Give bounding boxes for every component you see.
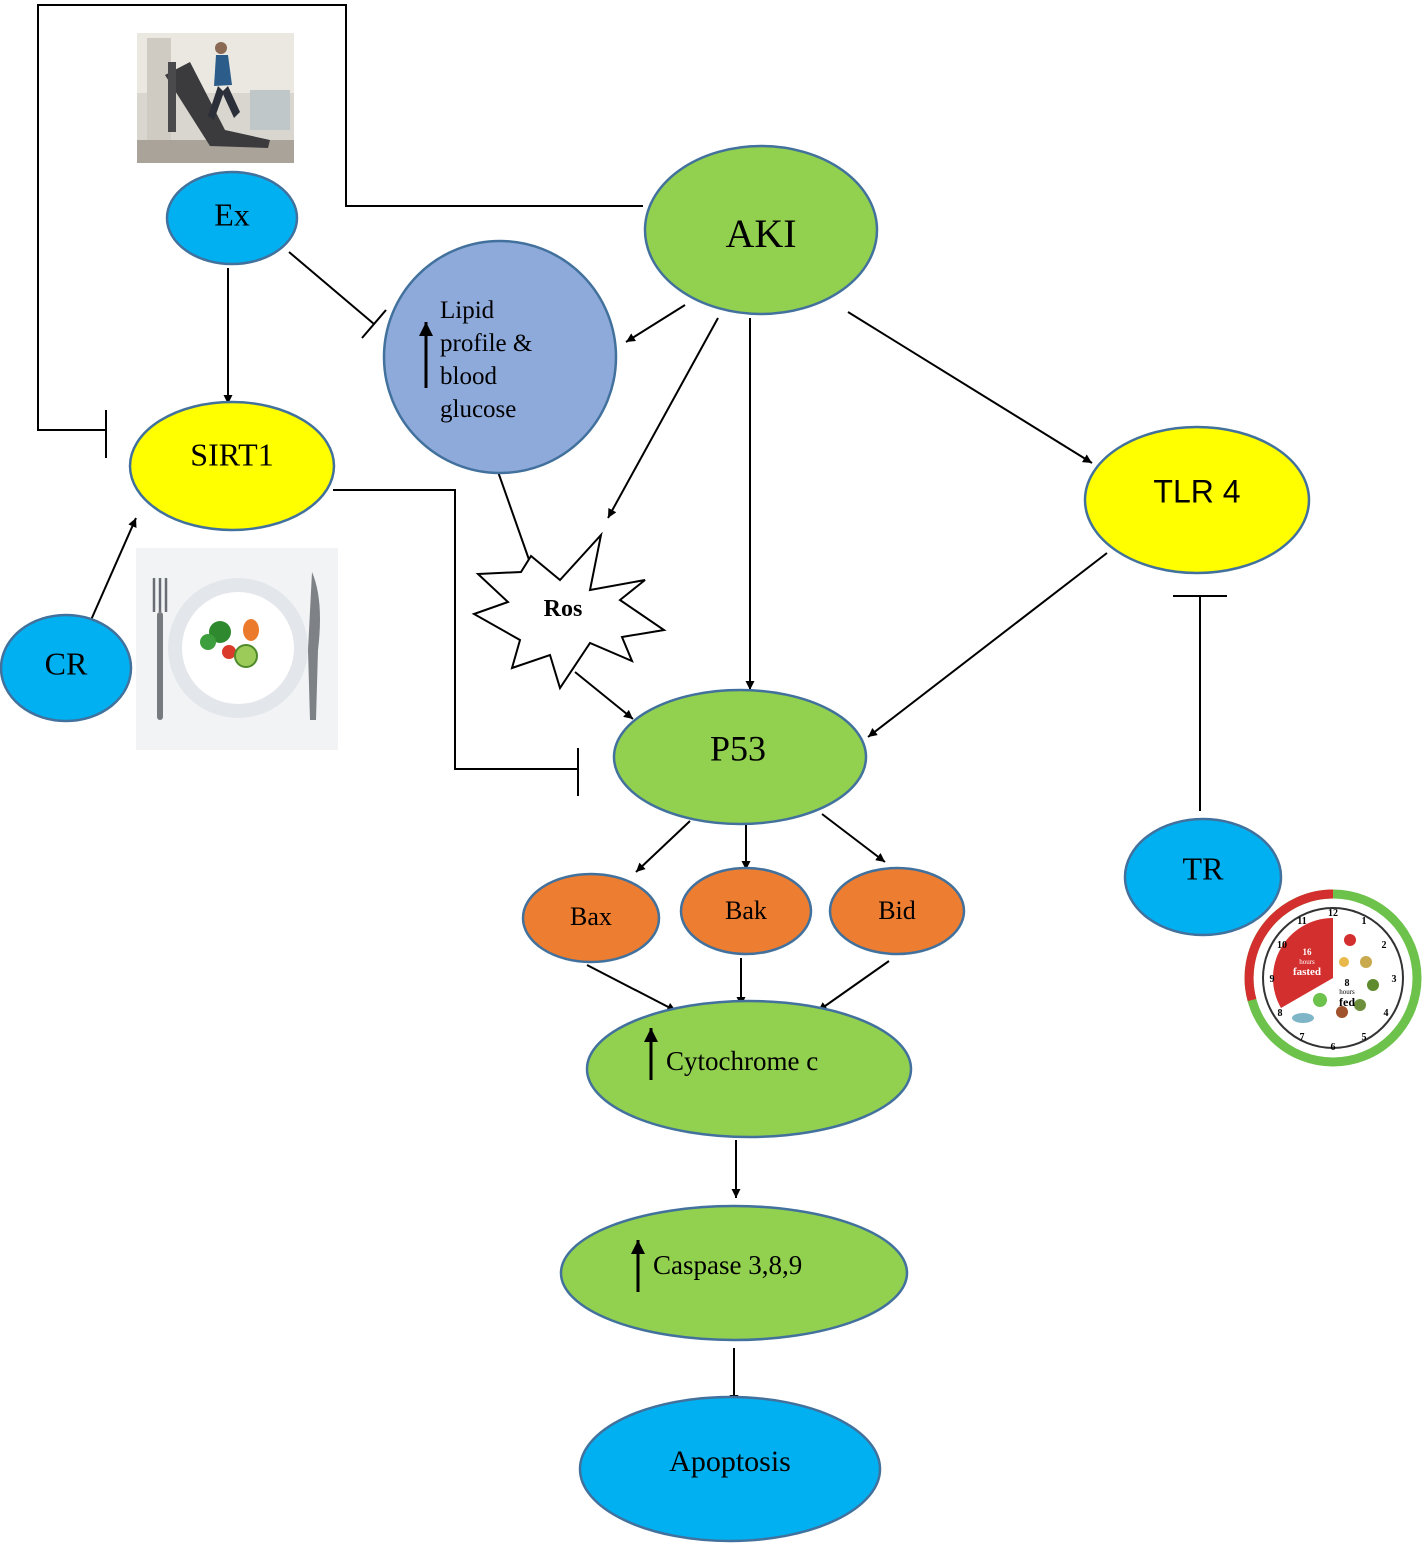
bid-label: Bid [878, 896, 916, 925]
arrow-bid-cytochrome [817, 960, 890, 1012]
clock-number-6: 6 [1331, 1042, 1336, 1053]
activation-arrows [90, 268, 1108, 1404]
node-ros: Ros [471, 531, 667, 691]
arrow-tlr4-p53 [867, 552, 1108, 738]
clock-number-2: 2 [1382, 940, 1387, 951]
node-cytochrome-c: Cytochrome c [585, 999, 913, 1139]
arrow-aki-tlr4 [847, 311, 1093, 464]
clock-number-12: 12 [1328, 908, 1338, 919]
apoptosis-label: Apoptosis [669, 1445, 791, 1478]
clock-fasted-word: fasted [1293, 966, 1321, 978]
arrow-p53-bid [821, 813, 886, 863]
cr-label: CR [45, 645, 88, 681]
tr-to-tlr4-inhibition-line [1173, 595, 1227, 811]
aki-label: AKI [725, 211, 796, 256]
lipid-label-line1: Lipid [440, 297, 495, 324]
node-bax: Bax [521, 872, 661, 964]
node-sirt1: SIRT1 [128, 400, 336, 532]
arrow-ros-p53 [574, 671, 634, 720]
clock-number-11: 11 [1297, 916, 1306, 927]
node-cr: CR [0, 613, 133, 723]
lipid-label-line2: profile & [440, 330, 532, 357]
node-p53: P53 [612, 688, 868, 826]
cytochrome-label: Cytochrome c [666, 1046, 818, 1076]
ex-label: Ex [214, 196, 250, 232]
arrow-bax-cytochrome [586, 964, 677, 1012]
node-lipid-profile: Lipid profile & blood glucose [382, 239, 618, 475]
clock-fed-unit: hours [1339, 988, 1355, 996]
sirt1-label: SIRT1 [190, 436, 273, 472]
tr-label: TR [1183, 850, 1225, 886]
clock-number-3: 3 [1392, 974, 1397, 985]
clock-number-10: 10 [1277, 940, 1287, 951]
arrow-aki-lipid [625, 304, 686, 343]
aki-to-sirt1-inhibition-line [37, 4, 643, 458]
node-bid: Bid [828, 866, 966, 956]
node-bak: Bak [679, 866, 813, 956]
clock-number-8: 8 [1278, 1008, 1283, 1019]
treadmill-runner-image [137, 33, 294, 163]
tlr4-label: TLR 4 [1153, 473, 1240, 509]
arrow-cr-sirt1 [90, 517, 137, 621]
clock-fed-hours: 8 [1345, 978, 1350, 989]
bak-label: Bak [725, 896, 767, 925]
sirt1-to-p53-inhibition-line [333, 489, 579, 796]
arrow-aki-ros [607, 317, 719, 519]
lipid-label-line4: glucose [440, 396, 516, 423]
clock-fasted-unit: hours [1299, 958, 1315, 966]
node-tr: TR [1123, 817, 1283, 937]
arrow-p53-bax [635, 820, 691, 873]
ros-label: Ros [544, 596, 583, 622]
node-caspase: Caspase 3,8,9 [559, 1204, 909, 1342]
caspase-label: Caspase 3,8,9 [653, 1250, 802, 1280]
lipid-label-line3: blood [440, 363, 497, 390]
fasting-clock-image: 16 hours fasted 8 hours fed 12 1 2 3 4 5… [1244, 889, 1422, 1067]
clock-number-5: 5 [1362, 1032, 1367, 1043]
p53-label: P53 [710, 728, 766, 768]
clock-number-9: 9 [1270, 974, 1275, 985]
node-tlr4: TLR 4 [1083, 425, 1311, 575]
clock-number-4: 4 [1384, 1008, 1389, 1019]
bax-label: Bax [570, 902, 612, 931]
clock-fasted-hours: 16 [1303, 947, 1313, 957]
node-ex: Ex [165, 170, 299, 266]
clock-number-1: 1 [1362, 916, 1367, 927]
plate-fork-knife-image [136, 548, 338, 750]
node-apoptosis: Apoptosis [578, 1395, 882, 1543]
node-aki: AKI [643, 144, 879, 316]
arrow-lipid-ros [495, 465, 535, 572]
ex-to-lipid-inhibition-line [288, 251, 387, 339]
clock-number-7: 7 [1300, 1032, 1305, 1043]
clock-fed-word: fed [1339, 995, 1355, 1009]
